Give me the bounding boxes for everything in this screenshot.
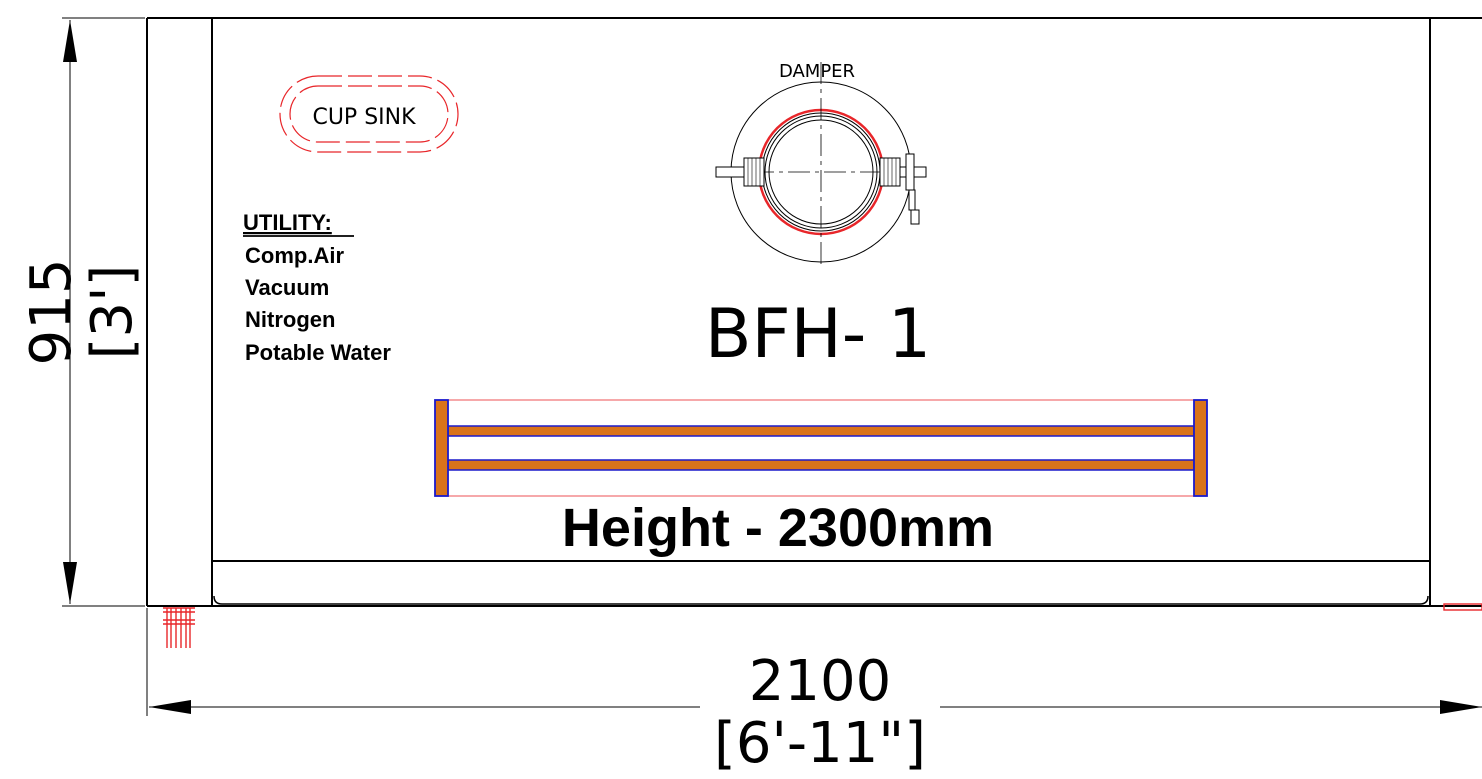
utility-title: UTILITY: — [243, 210, 332, 235]
utility-item: Nitrogen — [245, 307, 335, 332]
left-foot — [163, 607, 195, 648]
utility-list: UTILITY: Comp.Air Vacuum Nitrogen Potabl… — [243, 210, 391, 365]
utility-item: Vacuum — [245, 275, 329, 300]
damper: DAMPER — [715, 61, 927, 268]
cup-sink: CUP SINK — [279, 75, 459, 153]
utility-item: Potable Water — [245, 340, 391, 365]
baffle-rail — [434, 399, 1208, 497]
vertical-dimension-imperial: [3'] — [80, 265, 145, 360]
vertical-dimension-mm: 915 — [19, 259, 84, 366]
vertical-dimension: 915 [3'] — [19, 17, 145, 607]
horizontal-dimension-mm: 2100 — [749, 649, 892, 714]
right-foot — [1443, 603, 1482, 611]
horizontal-dimension-imperial: [6'-11"] — [714, 711, 926, 774]
utility-item: Comp.Air — [245, 243, 344, 268]
damper-label: DAMPER — [779, 61, 855, 82]
horizontal-dimension: 2100 [6'-11"] — [146, 608, 1482, 776]
cabinet-outline — [146, 17, 1482, 607]
hood-id: BFH- 1 — [705, 295, 931, 374]
height-note: Height - 2300mm — [562, 498, 994, 558]
cup-sink-label: CUP SINK — [312, 105, 416, 130]
